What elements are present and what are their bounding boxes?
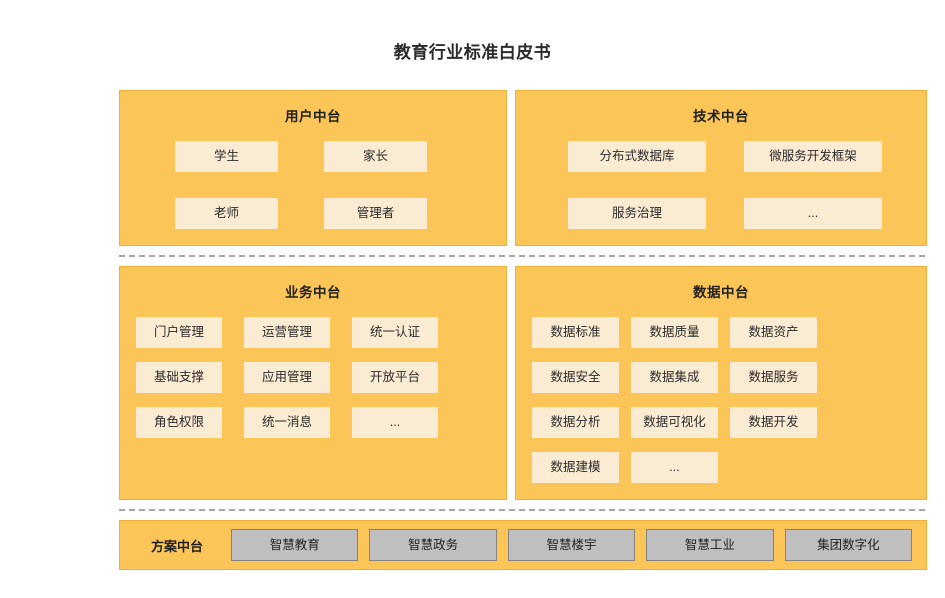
- item-box[interactable]: 统一认证: [352, 317, 438, 348]
- item-box[interactable]: 服务治理: [568, 198, 706, 229]
- item-box[interactable]: 数据可视化: [631, 407, 718, 438]
- panel-solution-center-title: 方案中台: [150, 538, 203, 554]
- separator-2: [119, 509, 925, 511]
- solution-box[interactable]: 智慧工业: [646, 529, 774, 561]
- page-title: 教育行业标准白皮书: [393, 43, 552, 62]
- item-box[interactable]: 基础支撑: [136, 362, 222, 393]
- solution-box[interactable]: 智慧政务: [369, 529, 497, 561]
- item-box[interactable]: 数据质量: [631, 317, 718, 348]
- solution-box[interactable]: 智慧楼宇: [507, 529, 636, 561]
- panel-business-center-title: 业务中台: [285, 285, 341, 300]
- panel-tech-center-title: 技术中台: [693, 109, 749, 124]
- item-box[interactable]: 学生: [175, 141, 278, 172]
- separator-1: [119, 255, 925, 257]
- item-box[interactable]: 家长: [324, 141, 427, 172]
- panel-business-center[interactable]: 业务中台 门户管理 运营管理 统一认证 基础支撑 应用管理 开放平台 角色权限 …: [119, 266, 507, 500]
- item-box[interactable]: 开放平台: [352, 362, 438, 393]
- item-box[interactable]: 数据资产: [730, 317, 817, 348]
- item-box[interactable]: 数据分析: [532, 407, 619, 438]
- solution-box[interactable]: 集团数字化: [784, 529, 913, 561]
- band-row-2: 业务中台 门户管理 运营管理 统一认证 基础支撑 应用管理 开放平台 角色权限 …: [119, 266, 927, 500]
- item-box[interactable]: ...: [744, 198, 882, 229]
- item-box[interactable]: 管理者: [324, 198, 427, 229]
- item-box[interactable]: 门户管理: [136, 317, 222, 348]
- item-box[interactable]: ...: [631, 452, 718, 483]
- panel-data-center-items: 数据标准 数据质量 数据资产 数据安全 数据集成 数据服务 数据分析 数据可视化…: [532, 317, 910, 483]
- item-box[interactable]: 应用管理: [244, 362, 330, 393]
- band-row-1: 用户中台 学生 家长 老师 管理者 技术中台 分布式数据库 微服务开发框架 服务…: [119, 90, 927, 246]
- item-box[interactable]: 数据建模: [532, 452, 619, 483]
- panel-user-center-title: 用户中台: [285, 109, 341, 124]
- panel-data-center-title: 数据中台: [693, 285, 749, 300]
- item-box[interactable]: 数据安全: [532, 362, 619, 393]
- item-box[interactable]: 数据服务: [730, 362, 817, 393]
- panel-data-center[interactable]: 数据中台 数据标准 数据质量 数据资产 数据安全 数据集成 数据服务 数据分析 …: [515, 266, 927, 500]
- solution-box[interactable]: 智慧教育: [231, 529, 359, 561]
- item-box[interactable]: 角色权限: [136, 407, 222, 438]
- item-box[interactable]: 老师: [175, 198, 278, 229]
- panel-user-center[interactable]: 用户中台 学生 家长 老师 管理者: [119, 90, 507, 246]
- item-box[interactable]: 统一消息: [244, 407, 330, 438]
- item-box[interactable]: 数据集成: [631, 362, 718, 393]
- panel-tech-center-items: 分布式数据库 微服务开发框架 服务治理 ...: [532, 141, 910, 229]
- panel-solution-center[interactable]: 方案中台 智慧教育 智慧政务 智慧楼宇 智慧工业 集团数字化: [119, 520, 927, 570]
- item-box[interactable]: 运营管理: [244, 317, 330, 348]
- item-box[interactable]: 数据标准: [532, 317, 619, 348]
- panel-user-center-items: 学生 家长 老师 管理者: [136, 141, 490, 229]
- panel-tech-center[interactable]: 技术中台 分布式数据库 微服务开发框架 服务治理 ...: [515, 90, 927, 246]
- item-box[interactable]: 微服务开发框架: [744, 141, 882, 172]
- item-box[interactable]: 数据开发: [730, 407, 817, 438]
- item-box[interactable]: ...: [352, 407, 438, 438]
- architecture-diagram: 用户中台 学生 家长 老师 管理者 技术中台 分布式数据库 微服务开发框架 服务…: [119, 90, 927, 570]
- panel-business-center-items: 门户管理 运营管理 统一认证 基础支撑 应用管理 开放平台 角色权限 统一消息 …: [136, 317, 490, 438]
- item-box[interactable]: 分布式数据库: [568, 141, 706, 172]
